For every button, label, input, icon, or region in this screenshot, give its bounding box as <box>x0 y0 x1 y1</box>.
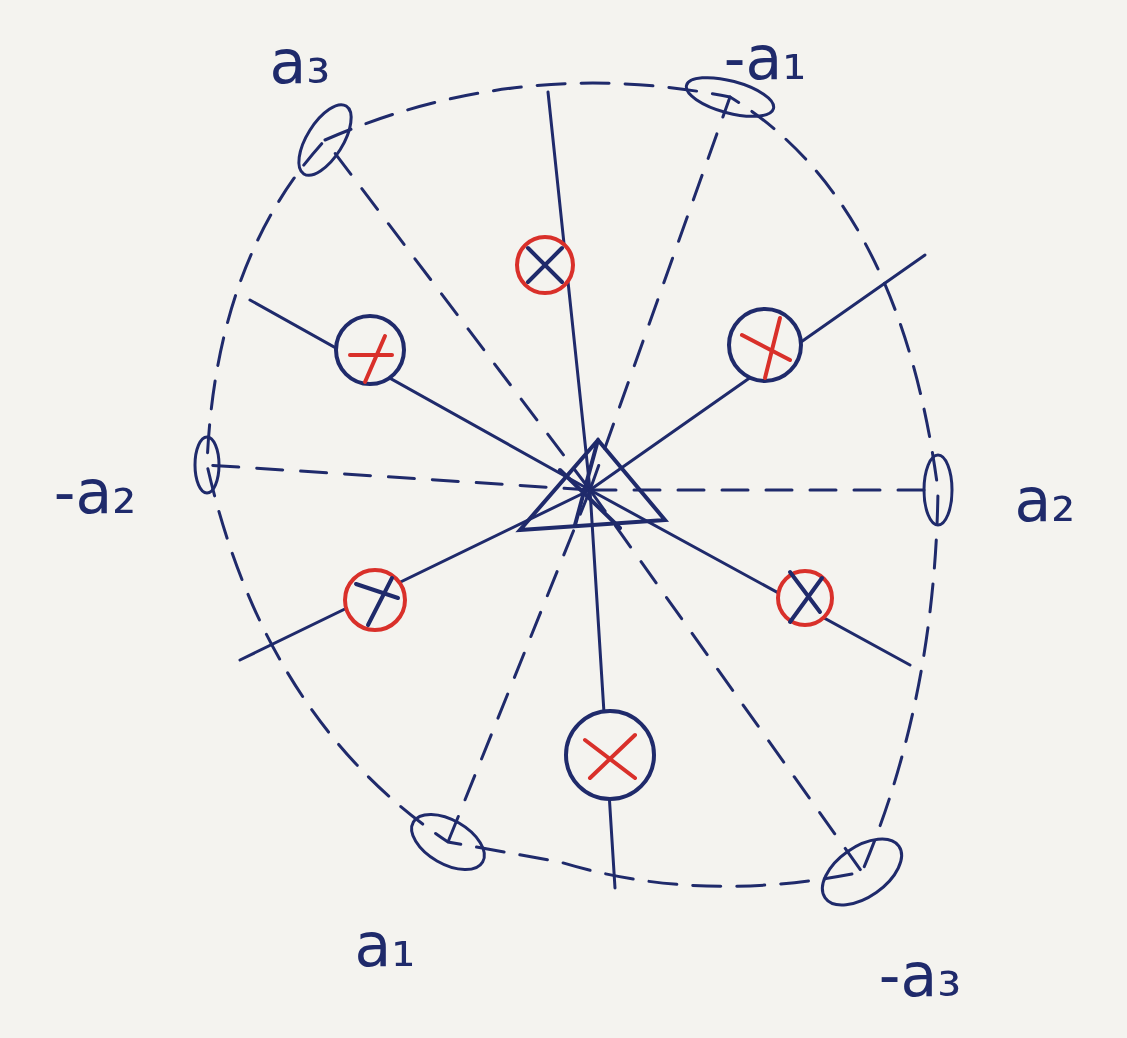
section-lines <box>240 92 925 888</box>
vector-label: a₃ <box>270 29 331 95</box>
marked-point <box>517 237 573 293</box>
ray-line <box>325 140 590 490</box>
triangle-line <box>575 440 598 525</box>
section-line <box>590 255 925 490</box>
marked-point <box>336 316 404 384</box>
ray-lines <box>207 97 938 872</box>
vector-label: -a₂ <box>54 459 136 525</box>
boundary-ellipses <box>195 70 952 918</box>
vector-label: -a₁ <box>724 25 806 91</box>
marked-points <box>336 237 832 799</box>
marked-point <box>345 570 405 630</box>
boundary-ellipse <box>924 455 952 525</box>
vector-label: -a₃ <box>879 942 961 1008</box>
ray-line <box>590 490 862 872</box>
ray-line <box>207 465 590 490</box>
boundary-ellipse <box>195 437 219 493</box>
section-line <box>250 300 590 490</box>
triangle <box>520 440 665 530</box>
marked-point <box>566 711 654 799</box>
boundary-ellipse <box>811 826 913 919</box>
central-triangle <box>520 440 665 530</box>
vector-label: a₁ <box>355 912 416 978</box>
ray-line <box>448 490 590 842</box>
boundary-ellipse <box>402 803 493 881</box>
outer-boundary <box>207 83 938 886</box>
section-line <box>590 490 615 888</box>
section-line <box>240 490 590 660</box>
section-line <box>590 490 910 665</box>
triangle-line <box>560 470 620 528</box>
marked-point <box>729 309 801 381</box>
marked-point <box>778 571 832 625</box>
vector-label: a₂ <box>1015 467 1076 533</box>
ray-line <box>590 97 730 490</box>
boundary-ellipse <box>289 97 362 184</box>
